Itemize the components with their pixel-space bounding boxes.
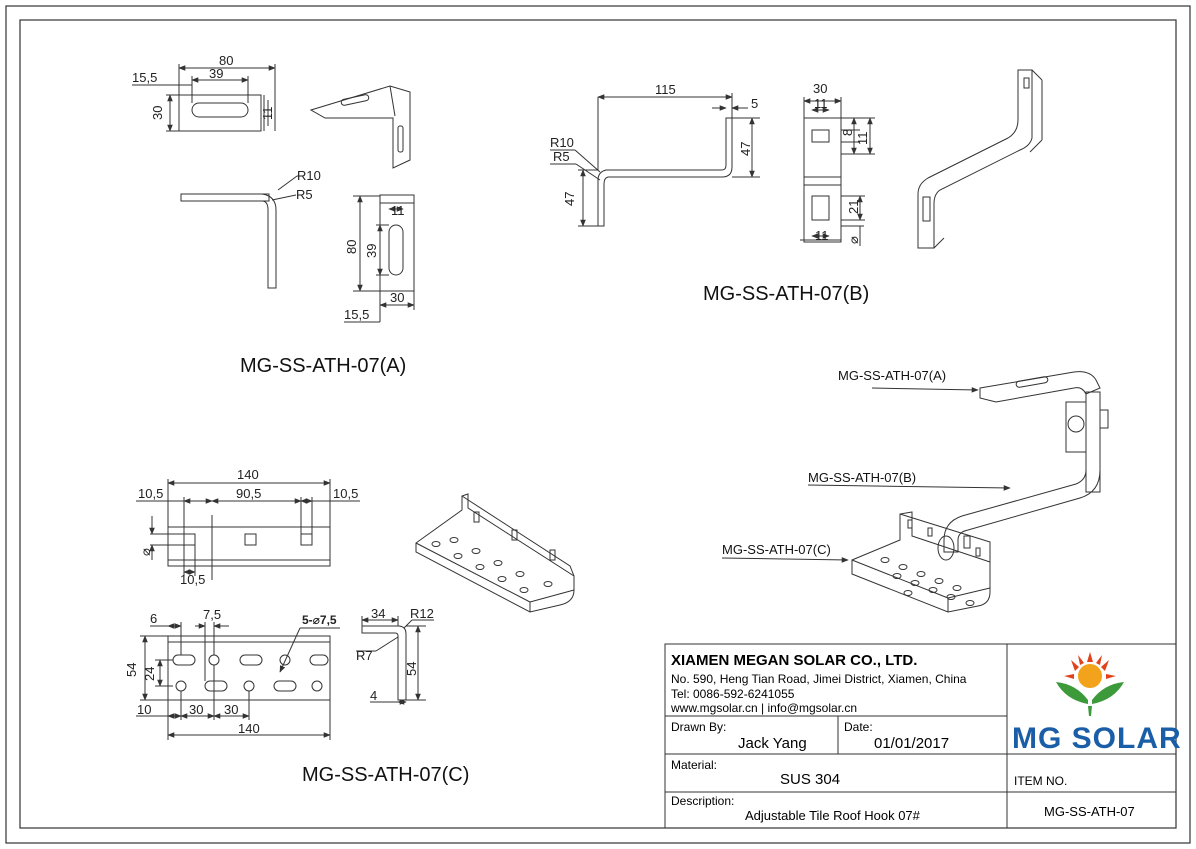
title-block-text: XIAMEN MEGAN SOLAR CO., LTD. No. 590, He… bbox=[670, 652, 1135, 823]
dim-label: 11 bbox=[815, 228, 829, 243]
dim-label: 140 bbox=[238, 721, 260, 736]
description-label: Description: bbox=[671, 794, 734, 808]
assembly-label-a: MG-SS-ATH-07(A) bbox=[838, 368, 946, 383]
dim-label: ⌀ bbox=[846, 236, 861, 244]
dim-label: 24 bbox=[142, 667, 157, 681]
company-address: No. 590, Heng Tian Road, Jimei District,… bbox=[671, 672, 967, 686]
title-block bbox=[664, 643, 1177, 829]
dim-label: 5 bbox=[751, 96, 758, 111]
part-a-dimension-labels: 80 39 15,5 30 11 R10 R5 80 39 11 30 15,5 bbox=[132, 53, 405, 322]
dim-label: ⌀ bbox=[138, 548, 153, 556]
dim-label: 140 bbox=[237, 467, 259, 482]
assembly-drawing bbox=[721, 371, 1109, 613]
description-value: Adjustable Tile Roof Hook 07# bbox=[745, 808, 921, 823]
dim-label: R10 bbox=[550, 135, 574, 150]
drawn-by-label: Drawn By: bbox=[671, 720, 726, 734]
dim-label: 11 bbox=[855, 132, 870, 146]
part-a-title: MG-SS-ATH-07(A) bbox=[240, 355, 406, 377]
company-name: XIAMEN MEGAN SOLAR CO., LTD. bbox=[671, 652, 917, 669]
dim-label: 39 bbox=[209, 66, 223, 81]
assembly-holes bbox=[880, 519, 981, 606]
dim-label: 7,5 bbox=[203, 607, 221, 622]
assembly-label-b: MG-SS-ATH-07(B) bbox=[808, 470, 916, 485]
dim-label: 80 bbox=[344, 240, 359, 254]
dim-label: 10 bbox=[137, 702, 151, 717]
dim-label: 30 bbox=[189, 702, 203, 717]
dim-label: 80 bbox=[219, 53, 233, 68]
item-no-label: ITEM NO. bbox=[1014, 774, 1067, 788]
sun-icon bbox=[1064, 652, 1116, 688]
dim-label: 90,5 bbox=[236, 486, 261, 501]
inner-border bbox=[19, 19, 1177, 829]
part-c-iso-holes bbox=[431, 511, 556, 593]
dim-label: 5-⌀7,5 bbox=[302, 613, 337, 627]
dim-label: 11 bbox=[391, 203, 405, 218]
dim-label: 11 bbox=[814, 96, 828, 111]
dim-label: 47 bbox=[562, 192, 577, 206]
dim-label: 30 bbox=[224, 702, 238, 717]
dim-label: 8 bbox=[840, 129, 855, 136]
part-c-title: MG-SS-ATH-07(C) bbox=[302, 764, 469, 786]
dim-label: R12 bbox=[410, 606, 434, 621]
dim-label: 39 bbox=[364, 244, 379, 258]
outer-border bbox=[5, 5, 1191, 844]
dim-label: 34 bbox=[371, 606, 385, 621]
company-tel: Tel: 0086-592-6241055 bbox=[671, 687, 795, 701]
date-value: 01/01/2017 bbox=[874, 735, 949, 752]
logo-text: MG SOLAR bbox=[1012, 722, 1182, 755]
dim-label: 30 bbox=[150, 106, 165, 120]
dim-label: 10,5 bbox=[180, 572, 205, 587]
dim-label: 10,5 bbox=[333, 486, 358, 501]
company-web: www.mgsolar.cn | info@mgsolar.cn bbox=[670, 701, 857, 715]
part-c-dimension-labels: 140 10,5 90,5 10,5 ⌀ 10,5 6 7,5 5-⌀7,5 5… bbox=[124, 467, 434, 736]
dim-label: 30 bbox=[813, 81, 827, 96]
assembly-label-c: MG-SS-ATH-07(C) bbox=[722, 542, 831, 557]
dim-label: R5 bbox=[296, 187, 313, 202]
part-c-drawing bbox=[136, 479, 575, 740]
dim-label: 115 bbox=[655, 82, 676, 97]
dim-label: 54 bbox=[404, 662, 419, 676]
material-value: SUS 304 bbox=[780, 771, 840, 788]
part-b-dimension-labels: 115 5 47 R10 R5 47 30 11 8 11 21 11 ⌀ bbox=[550, 81, 870, 244]
dim-label: 11 bbox=[260, 107, 275, 121]
dim-label: 21 bbox=[846, 200, 861, 214]
dim-label: 6 bbox=[150, 611, 157, 626]
material-label: Material: bbox=[671, 758, 717, 772]
leaf-icon bbox=[1056, 682, 1124, 716]
dim-label: 4 bbox=[370, 688, 377, 703]
dim-label: 10,5 bbox=[138, 486, 163, 501]
item-no-value: MG-SS-ATH-07 bbox=[1044, 804, 1135, 819]
part-b-drawing bbox=[550, 69, 1043, 249]
dim-label: 54 bbox=[124, 663, 139, 677]
assembly-labels: MG-SS-ATH-07(A) MG-SS-ATH-07(B) MG-SS-AT… bbox=[722, 368, 946, 557]
dim-label: 15,5 bbox=[344, 307, 369, 322]
drawn-by-value: Jack Yang bbox=[738, 735, 807, 752]
dim-label: R5 bbox=[553, 149, 570, 164]
dim-label: 47 bbox=[738, 142, 753, 156]
dim-label: 15,5 bbox=[132, 70, 157, 85]
part-b-title: MG-SS-ATH-07(B) bbox=[703, 283, 869, 305]
dim-label: R7 bbox=[356, 648, 373, 663]
dim-label: R10 bbox=[297, 168, 321, 183]
dim-label: 30 bbox=[390, 290, 404, 305]
date-label: Date: bbox=[844, 720, 873, 734]
part-a-drawing bbox=[132, 64, 415, 323]
mg-solar-logo: MG SOLAR bbox=[1012, 652, 1182, 755]
